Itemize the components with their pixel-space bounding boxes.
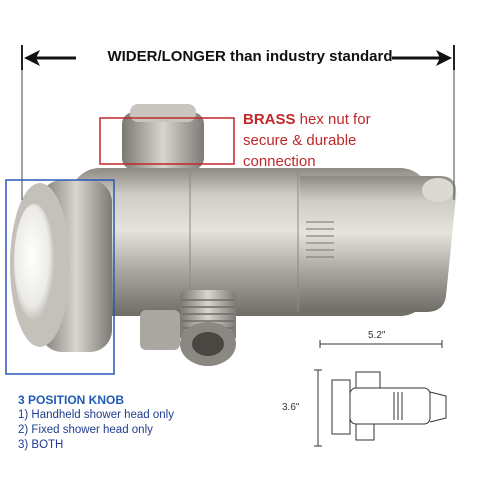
knob-description: 3 POSITION KNOB 1) Handheld shower head … xyxy=(18,393,238,453)
brass-callout-text: BRASS hex nut for secure & durable conne… xyxy=(243,109,473,172)
brass-line-1: BRASS hex nut for xyxy=(243,109,473,130)
height-dimension-label: 3.6" xyxy=(282,402,300,413)
brass-line-3: connection xyxy=(243,153,316,170)
knob-option-2: 2) Fixed shower head only xyxy=(18,424,153,436)
knob-callout-box xyxy=(5,179,115,375)
width-arrow xyxy=(21,45,455,200)
knob-option-1: 1) Handheld shower head only xyxy=(18,409,174,421)
knob-option-3: 3) BOTH xyxy=(18,439,64,451)
brass-line-2: secure & durable xyxy=(243,132,357,149)
width-dimension-label: 5.2" xyxy=(368,330,386,341)
brass-hex-nut xyxy=(122,104,204,170)
headline: WIDER/LONGER than industry standard xyxy=(107,48,393,65)
brass-line-1-rest: hex nut for xyxy=(295,111,371,128)
brass-highlight: BRASS xyxy=(243,111,296,128)
brass-callout-box xyxy=(99,117,235,165)
position-knob xyxy=(10,180,112,352)
threaded-outlet xyxy=(140,290,236,366)
knob-heading: 3 POSITION KNOB xyxy=(18,393,125,407)
diverter-body xyxy=(70,168,457,316)
technical-drawing xyxy=(314,340,447,447)
